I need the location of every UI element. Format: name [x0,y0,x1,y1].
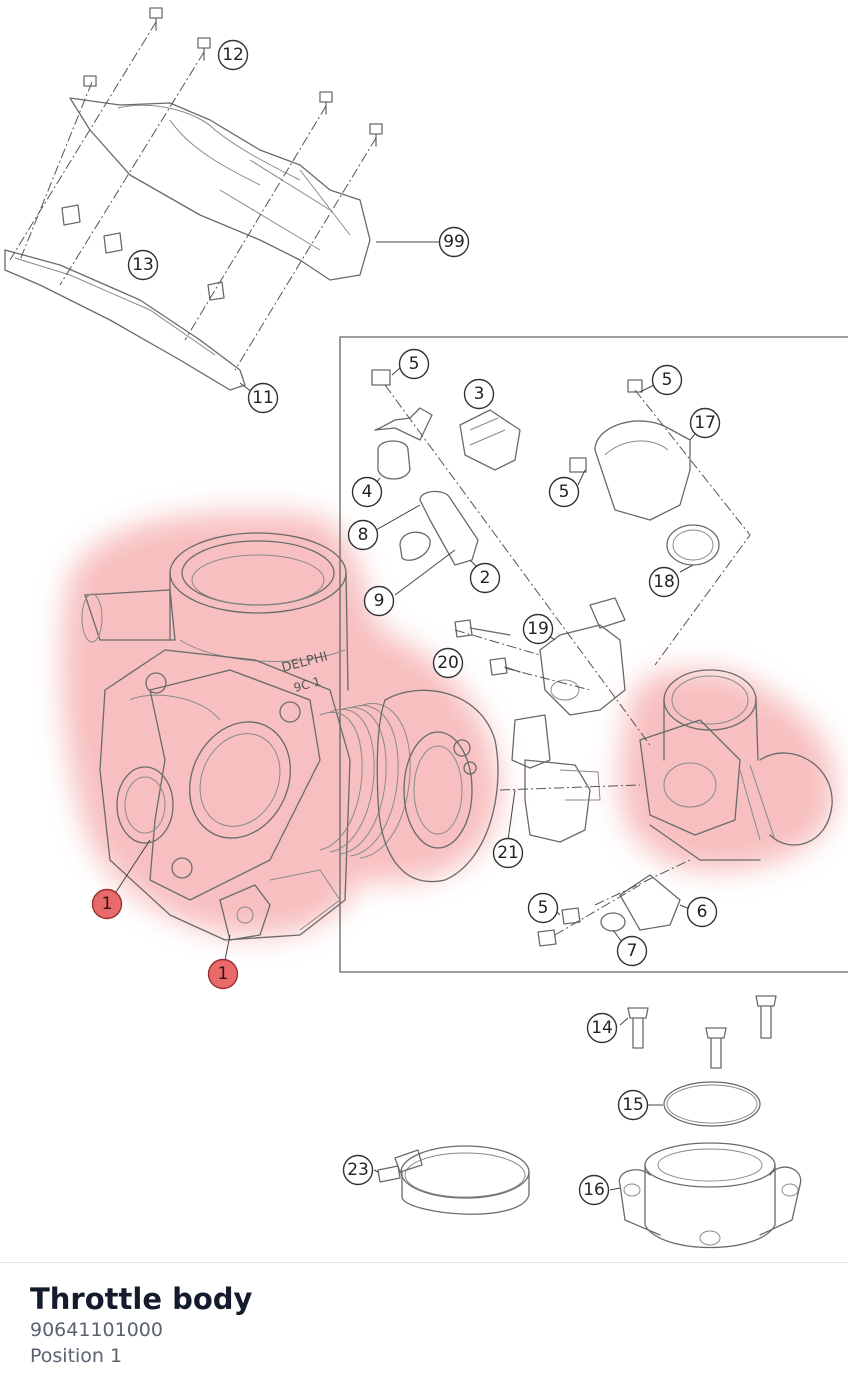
diagram-canvas: DELPHI 9C 1 [4,7,848,1249]
svg-text:5: 5 [662,370,673,390]
airbox-cover-assembly [4,7,383,391]
callout-9[interactable]: 9 [363,585,395,617]
highlight-main-throttle-body [61,512,500,936]
svg-text:16: 16 [583,1180,605,1200]
callout-20[interactable]: 20 [432,647,464,679]
callout-13[interactable]: 13 [127,249,159,281]
callout-12[interactable]: 12 [217,39,249,71]
svg-text:17: 17 [694,413,716,433]
part-number: 90641101000 [30,1319,163,1341]
callout-11[interactable]: 11 [247,382,279,414]
callout-6[interactable]: 6 [686,896,718,928]
callout-16[interactable]: 16 [578,1174,610,1206]
callout-5-top-right[interactable]: 5 [651,364,683,396]
sub-assembly-components [371,369,833,947]
exploded-parts-diagram: DELPHI 9C 1 [4,7,848,1249]
callout-17[interactable]: 17 [689,407,721,439]
svg-text:1: 1 [102,894,113,914]
callout-19[interactable]: 19 [522,613,554,645]
callout-21[interactable]: 21 [492,837,524,869]
svg-text:6: 6 [697,902,708,922]
svg-text:4: 4 [362,482,373,502]
callout-8[interactable]: 8 [347,519,379,551]
callout-5-top-left[interactable]: 5 [398,348,430,380]
callout-3[interactable]: 3 [463,378,495,410]
svg-text:12: 12 [222,45,244,65]
sub-assembly-frame [339,336,848,973]
svg-text:5: 5 [409,354,420,374]
svg-text:99: 99 [443,232,465,252]
callout-23[interactable]: 23 [342,1154,374,1186]
svg-text:1: 1 [218,964,229,984]
callout-99[interactable]: 99 [438,226,470,258]
part-info-panel: Throttle body 90641101000 Position 1 [0,1262,848,1390]
callout-1-left[interactable]: 1 [91,888,123,920]
svg-text:3: 3 [474,384,485,404]
svg-text:9: 9 [374,591,385,611]
svg-text:13: 13 [132,255,154,275]
callout-5-actuator[interactable]: 5 [548,476,580,508]
svg-text:5: 5 [559,482,570,502]
svg-text:11: 11 [252,388,274,408]
svg-text:7: 7 [627,941,638,961]
svg-text:20: 20 [437,653,459,673]
callout-14[interactable]: 14 [586,1012,618,1044]
svg-text:5: 5 [538,898,549,918]
callout-7[interactable]: 7 [616,935,648,967]
callout-5-bottom[interactable]: 5 [527,892,559,924]
svg-text:21: 21 [497,843,519,863]
callout-4[interactable]: 4 [351,476,383,508]
svg-text:18: 18 [653,572,675,592]
svg-text:15: 15 [622,1095,644,1115]
svg-text:19: 19 [527,619,549,639]
highlight-small-throttle-body [620,669,836,871]
svg-text:14: 14 [591,1018,613,1038]
callout-18[interactable]: 18 [648,566,680,598]
svg-text:9C 1: 9C 1 [292,674,322,695]
svg-text:2: 2 [480,568,491,588]
callout-15[interactable]: 15 [617,1089,649,1121]
callout-1-bottom[interactable]: 1 [207,958,239,990]
part-title: Throttle body [30,1282,253,1316]
lower-parts [377,995,802,1249]
part-position: Position 1 [30,1345,123,1367]
svg-text:23: 23 [347,1160,369,1180]
callout-2[interactable]: 2 [469,562,501,594]
svg-text:8: 8 [358,525,369,545]
